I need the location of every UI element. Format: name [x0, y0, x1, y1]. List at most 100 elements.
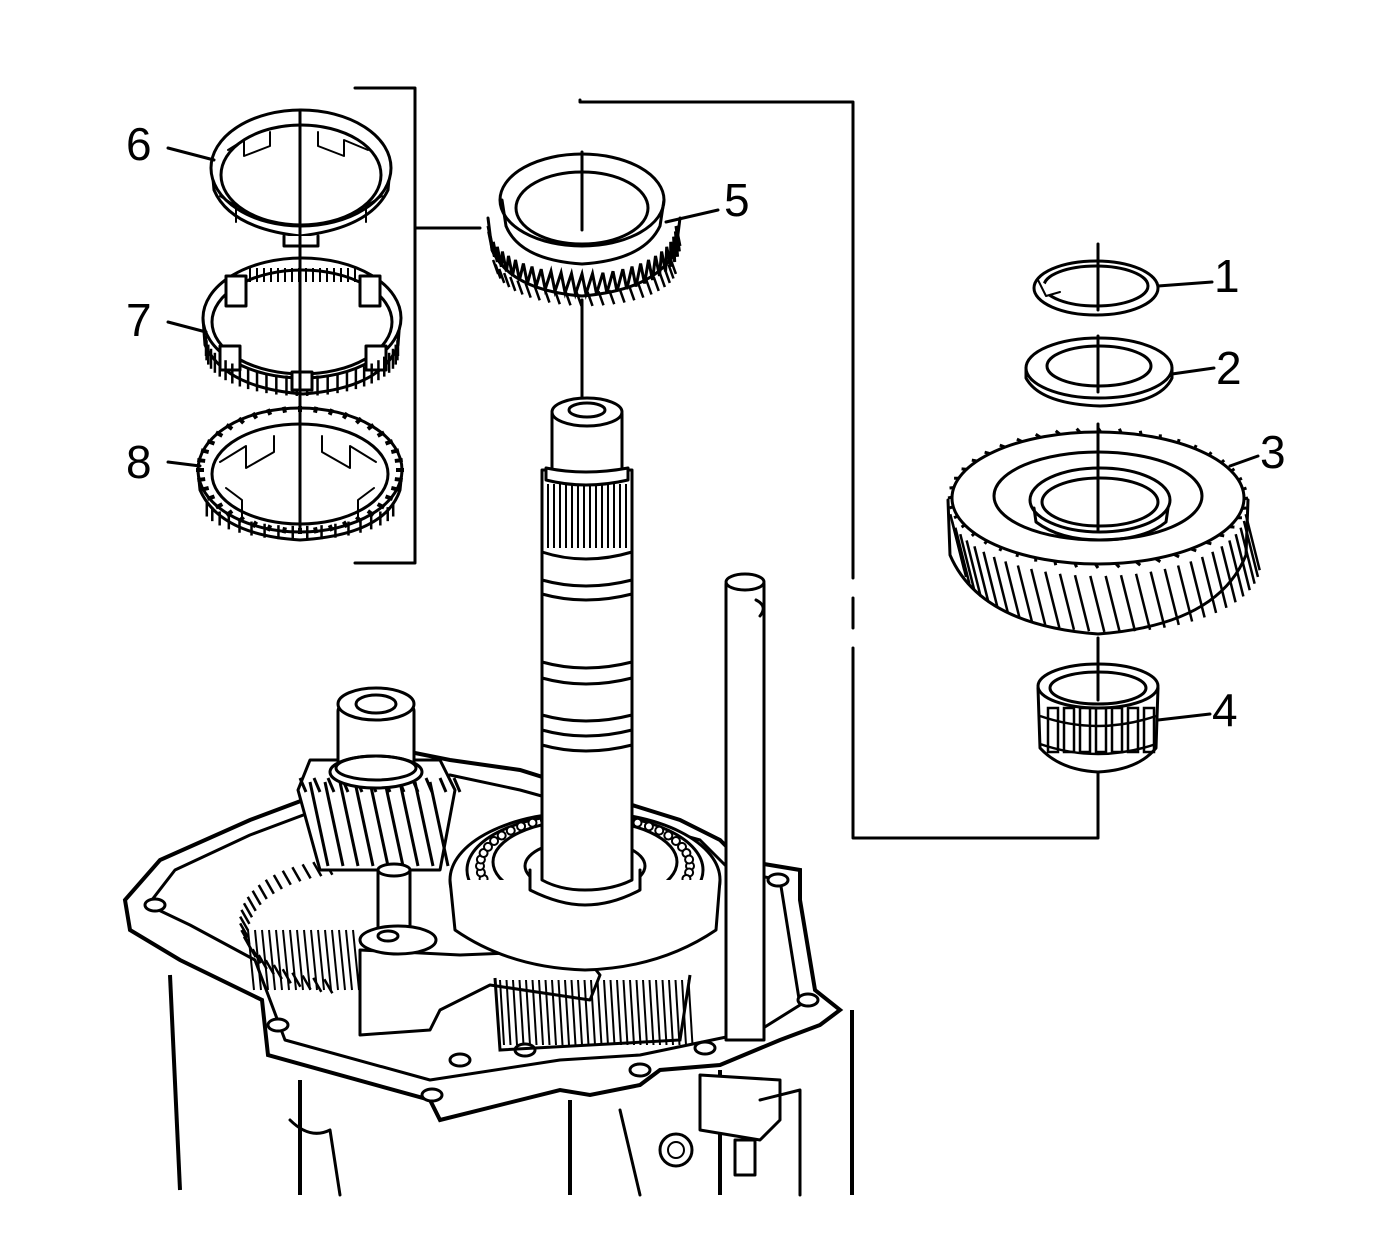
helical-tooth	[1058, 573, 1076, 631]
cage-rail	[1039, 714, 1157, 728]
gear-tooth	[586, 291, 594, 307]
bevel-tooth	[577, 979, 583, 1046]
bevel-tooth	[518, 979, 525, 1046]
bevel-tooth	[538, 979, 544, 1046]
callout-6: 6	[126, 118, 152, 170]
ring-tooth	[376, 502, 386, 510]
needle-roller	[1126, 706, 1140, 754]
gear-tooth	[645, 280, 653, 295]
bevel-tooth	[544, 979, 551, 1046]
ring-tooth	[366, 423, 375, 431]
bearing-roller	[684, 854, 695, 865]
bolt-hole	[667, 1141, 685, 1159]
ring-tooth	[384, 439, 394, 446]
callout-2: 2	[1216, 342, 1242, 394]
bevel-tooth	[596, 979, 603, 1046]
ring-tooth	[266, 524, 273, 532]
ring-tooth	[200, 485, 210, 492]
bevel-tooth	[564, 979, 570, 1046]
ring-tooth	[200, 448, 210, 455]
needle-roller	[1078, 706, 1092, 754]
shift-rail	[724, 572, 766, 1042]
ring-tooth	[206, 439, 216, 446]
gear-tooth	[667, 264, 675, 279]
counter-gear-tooth	[242, 902, 254, 918]
gear-tooth	[543, 288, 551, 303]
ring-tooth	[206, 494, 216, 501]
counter-gear-tooth	[310, 929, 318, 991]
helical-tooth	[973, 546, 990, 603]
bevel-tooth	[499, 979, 505, 1046]
counter-gear-tooth	[268, 929, 276, 991]
gear-tooth	[564, 290, 572, 306]
gear-tooth	[637, 283, 645, 299]
assembly-axis-lines	[298, 108, 1100, 702]
helical-tooth	[438, 777, 448, 793]
part-4-needle-bearing	[1036, 662, 1160, 774]
ring-tooth	[366, 509, 375, 517]
helical-tooth	[1244, 513, 1261, 571]
main-shaft	[528, 396, 642, 907]
helical-tooth	[368, 781, 390, 867]
ring-tooth	[394, 458, 403, 463]
helical-tooth	[1234, 533, 1251, 591]
gear-tooth	[494, 264, 502, 279]
gear-tooth	[502, 272, 511, 288]
counter-gear-tooth	[239, 922, 250, 939]
ring-tooth	[251, 520, 259, 529]
helical-tooth	[312, 777, 322, 793]
helical-tooth	[424, 777, 434, 793]
helical-tooth	[1004, 561, 1021, 618]
bevel-tooth	[531, 979, 538, 1046]
bevel-tooth	[674, 979, 681, 1046]
bearing-roller	[489, 836, 500, 846]
bevel-tooth	[622, 979, 629, 1046]
helical-tooth	[1089, 575, 1106, 633]
gear-tooth	[498, 268, 506, 284]
helical-tooth	[323, 781, 345, 867]
bevel-tooth	[687, 979, 694, 1046]
gear-tooth	[608, 289, 616, 305]
part-3-helical-gear	[946, 427, 1261, 636]
callout-8: 8	[126, 436, 152, 488]
counter-gear-tooth	[301, 863, 312, 879]
bolt-hole	[693, 1040, 717, 1056]
counter-gear-tooth	[246, 896, 257, 912]
ring-tooth	[384, 494, 394, 501]
helical-tooth	[954, 527, 971, 584]
ring-tooth	[281, 406, 287, 414]
counter-gear-tooth	[240, 909, 251, 925]
bolt-hole	[628, 1062, 652, 1078]
helical-tooth	[1200, 556, 1218, 614]
helical-tooth	[992, 556, 1010, 614]
counter-gear-tooth	[317, 929, 325, 991]
callout-7: 7	[126, 294, 152, 346]
bolt-hole	[266, 1017, 290, 1033]
callout-labels: 1 2 3 4 5 6 7 8	[126, 118, 1286, 736]
counter-gear-tooth	[254, 929, 262, 991]
needle-roller	[1094, 706, 1108, 754]
bevel-tooth	[603, 979, 609, 1046]
ring-tooth	[197, 477, 206, 482]
ring-tooth	[281, 526, 287, 534]
counter-gear-tooth	[240, 929, 251, 945]
bevel-tooth	[655, 979, 661, 1046]
helical-tooth	[1228, 540, 1245, 597]
part-7-synchronizer-blocker	[201, 256, 403, 396]
left-assembly-bracket	[353, 86, 482, 565]
counter-gear-tooth	[275, 929, 283, 991]
helical-tooth	[428, 781, 450, 867]
callout-5: 5	[724, 174, 750, 226]
bearing-roller	[663, 830, 674, 841]
gear-tooth	[533, 285, 541, 301]
counter-gear-tooth	[289, 929, 297, 991]
helical-tooth	[950, 520, 968, 578]
counter-gear-tooth	[296, 929, 304, 991]
bevel-tooth	[616, 979, 622, 1046]
gear-tooth	[628, 285, 636, 301]
helical-tooth	[1189, 561, 1206, 618]
helical-tooth	[1030, 568, 1047, 626]
counter-gear-tooth	[282, 929, 290, 991]
gear-tooth	[618, 288, 626, 303]
helical-tooth	[298, 777, 308, 793]
